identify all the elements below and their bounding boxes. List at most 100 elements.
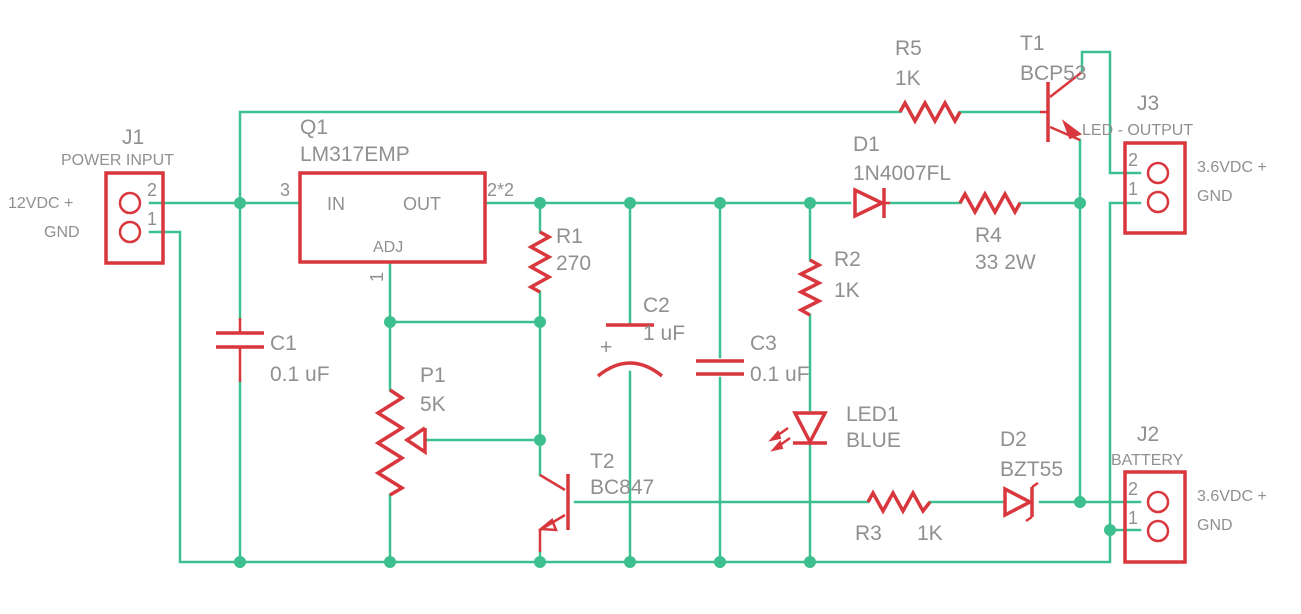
j3-pad-2 — [1146, 161, 1170, 185]
r5-ref: R5 — [895, 37, 922, 60]
resistor-r1: R1 270 — [527, 225, 591, 294]
q1-ref: Q1 — [300, 116, 328, 139]
q1-pin-adj-num: 1 — [367, 272, 387, 282]
r3-body — [866, 489, 932, 515]
r5-body — [898, 99, 962, 125]
j2-pin1-num: 1 — [1128, 508, 1138, 528]
diode-d2: D2 BZT55 — [1000, 428, 1063, 523]
r1-ref: R1 — [556, 225, 583, 248]
t1-value: BCP53 — [1020, 62, 1087, 85]
resistor-r2: R2 1K — [797, 248, 861, 317]
d2-ref: D2 — [1000, 428, 1027, 451]
wire-t1-to-j3 — [1080, 50, 1142, 175]
j1-pin2-num: 2 — [147, 180, 157, 200]
t1-arrow — [1061, 119, 1083, 140]
q1-pin-out: OUT — [403, 194, 441, 214]
j3-name: LED - OUTPUT — [1082, 122, 1193, 139]
j2-pin2-num: 2 — [1128, 479, 1138, 499]
junctions — [234, 197, 1116, 568]
regulator-q1: Q1 LM317EMP IN OUT ADJ 3 2*2 1 — [280, 116, 514, 282]
c3-ref: C3 — [750, 332, 777, 355]
junction-dot — [384, 316, 396, 328]
transistor-t2: T2 BC847 — [537, 450, 654, 552]
q1-body — [298, 171, 487, 264]
junction-dot — [534, 197, 546, 209]
resistor-r5: R5 1K — [895, 37, 962, 125]
j1-ref: J1 — [122, 126, 144, 149]
q1-pin-adj: ADJ — [373, 239, 403, 256]
wire-ground-rail — [148, 230, 1142, 564]
p1-body — [374, 388, 406, 497]
led1-ray-2-head — [770, 440, 784, 452]
c2-polarity: + — [600, 336, 612, 359]
junction-dot — [1074, 197, 1086, 209]
junction-dot — [624, 197, 636, 209]
t2-ref: T2 — [590, 450, 615, 473]
q1-pin-out-num: 2*2 — [487, 180, 514, 200]
t2-value: BC847 — [590, 476, 654, 499]
junction-dot — [624, 556, 636, 568]
j1-ground-label: GND — [44, 224, 80, 241]
junction-dot — [234, 197, 246, 209]
junction-dot — [714, 556, 726, 568]
connector-j2: J2 BATTERY 2 1 3.6VDC + GND — [1111, 423, 1267, 564]
q1-pin-in-num: 3 — [280, 180, 290, 200]
junction-dot — [1074, 496, 1086, 508]
capacitor-c1: C1 0.1 uF — [216, 318, 330, 386]
j1-pad-2 — [118, 191, 142, 215]
r2-body — [797, 258, 823, 317]
p1-wiper-arrow — [403, 426, 427, 456]
wire-adj — [388, 260, 542, 324]
d2-zener-tip-top — [1031, 481, 1039, 489]
p1-ref: P1 — [420, 364, 446, 387]
j1-name: POWER INPUT — [61, 152, 174, 169]
j2-positive-label: 3.6VDC + — [1197, 488, 1267, 505]
c1-value: 0.1 uF — [270, 363, 330, 386]
j2-name: BATTERY — [1111, 452, 1184, 469]
wire-j3-ground — [1108, 201, 1142, 532]
resistor-r3: R3 1K — [855, 489, 943, 545]
led1-ray-1-head — [768, 430, 782, 442]
j3-ground-label: GND — [1197, 188, 1233, 205]
junction-dot — [804, 556, 816, 568]
junction-dot — [714, 197, 726, 209]
junction-dot — [1104, 524, 1116, 536]
t2-collector-lead — [539, 473, 566, 492]
wire-to-r5 — [238, 110, 902, 205]
c3-value: 0.1 uF — [750, 363, 810, 386]
junction-dot — [804, 197, 816, 209]
t1-ref: T1 — [1020, 32, 1045, 55]
j3-pad-1 — [1146, 190, 1170, 214]
junction-dot — [384, 556, 396, 568]
j2-pad-1 — [1146, 519, 1170, 543]
j2-ref: J2 — [1137, 423, 1159, 446]
j1-pad-1 — [118, 220, 142, 244]
r4-ref: R4 — [975, 224, 1002, 247]
r4-body — [958, 190, 1022, 216]
p1-value: 5K — [420, 393, 446, 416]
d2-value: BZT55 — [1000, 458, 1063, 481]
r1-value: 270 — [556, 252, 591, 275]
q1-value: LM317EMP — [300, 143, 410, 166]
q1-pin-in: IN — [327, 194, 345, 214]
j3-ref: J3 — [1137, 92, 1159, 115]
junction-dot — [534, 316, 546, 328]
connector-j1: J1 POWER INPUT 2 1 12VDC + GND — [8, 126, 174, 265]
r4-value: 33 2W — [975, 251, 1036, 274]
diode-d1: D1 1N4007FL — [853, 133, 951, 219]
r3-value: 1K — [917, 522, 943, 545]
d2-zener-tip-bottom — [1025, 515, 1033, 523]
c2-plate-curved — [596, 361, 664, 378]
led-led1: LED1 BLUE — [768, 403, 901, 452]
led1-triangle — [792, 411, 828, 446]
r2-ref: R2 — [834, 248, 861, 271]
d1-value: 1N4007FL — [853, 162, 951, 185]
t2-emitter-arrow — [537, 517, 558, 532]
j1-pin1-num: 1 — [147, 209, 157, 229]
j2-body — [1123, 470, 1187, 564]
d1-triangle — [853, 187, 887, 219]
r1-body — [527, 230, 553, 294]
junction-dot — [534, 556, 546, 568]
capacitor-c2: + C2 1 uF — [596, 294, 685, 378]
